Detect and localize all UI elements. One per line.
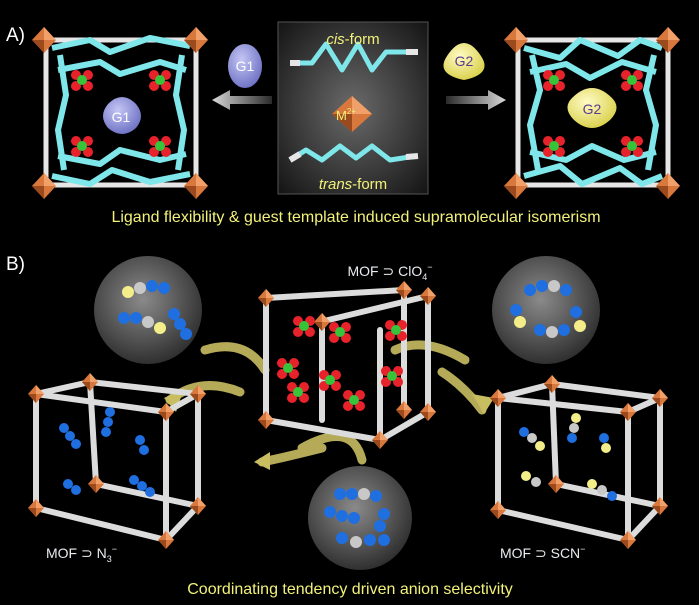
bubble-bottom [308,466,412,570]
guest-g1-icon: G1 [228,44,262,88]
bubble-top-right [492,256,600,364]
guest-g2-blob [567,88,617,128]
cube-scn [495,381,663,543]
mof-clo4-label: MOF ⊃ ClO4− [347,262,432,282]
anion-exchange-arrows [165,340,487,467]
panel-b-label: B) [6,254,25,275]
framework-a-left: G1 [32,27,208,199]
ligand-conformation-box [277,21,429,195]
cube-n3 [33,379,201,543]
arrow-to-right [446,90,506,110]
bubble-top-left [94,256,202,364]
guest-g1-blob [103,97,141,134]
panel-b-caption: Coordinating tendency driven anion selec… [187,581,513,598]
framework-a-right: G2 [504,27,680,199]
trans-form-label: trans-form [319,176,387,193]
metal-ion-label: M2+ [336,107,356,123]
cube-clo4 [263,287,431,443]
guest-g2-icon-label: G2 [455,53,474,69]
cis-form-label: cis-form [326,31,379,48]
guest-g1-label: G1 [112,109,131,125]
arrow-to-left [212,90,272,110]
mof-n3-label: MOF ⊃ N3− [46,544,117,564]
mof-scn-label: MOF ⊃ SCN− [500,544,585,561]
panel-a-label: A) [6,25,25,46]
guest-g1-icon-label: G1 [236,58,255,74]
guest-g2-label: G2 [583,101,602,117]
panel-a-caption: Ligand flexibility & guest template indu… [111,209,600,226]
guest-g2-icon: G2 [443,43,485,80]
